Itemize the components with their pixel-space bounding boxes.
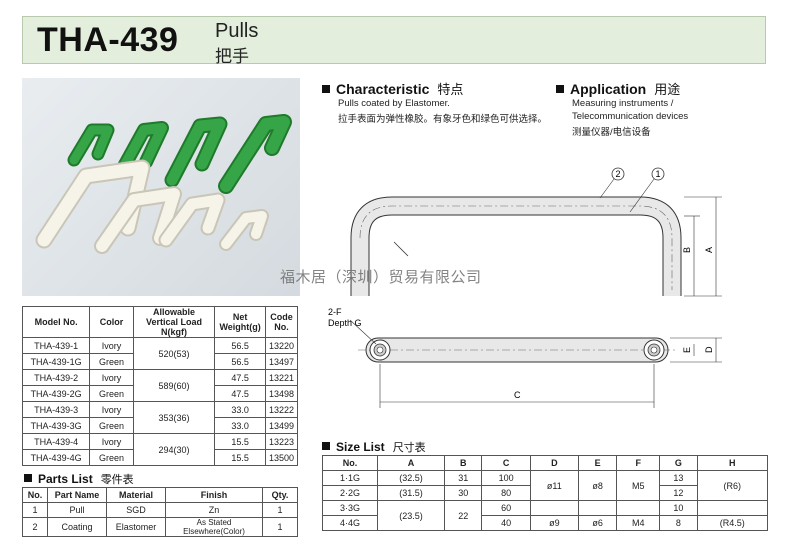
callout-2: 2 [599, 167, 625, 199]
green-pull-xlarge [218, 114, 292, 194]
svg-text:2: 2 [615, 169, 620, 179]
ivory-pull-medium [94, 186, 182, 254]
dimension-d-label: D [704, 346, 714, 353]
col-weight: Net Weight(g) [214, 306, 266, 338]
green-pull-small [67, 123, 115, 167]
thread-note: 2-F [328, 307, 342, 317]
product-title-en: Pulls [215, 20, 259, 42]
dimension-c-label: C [514, 390, 521, 400]
bullet-square-icon [322, 85, 330, 93]
dimension-a-label: A [704, 247, 714, 253]
bottom-view [358, 337, 678, 363]
model-table: Model No. Color Allowable Vertical Load … [21, 306, 299, 466]
product-title-cn: 把手 [215, 47, 249, 66]
characteristic-text: Pulls coated by Elastomer. 拉手表面为弹性橡胶。有象牙… [338, 98, 548, 125]
product-header: THA-439 Pulls 把手 [22, 16, 766, 66]
green-pull-large [164, 116, 228, 188]
ivory-pull-small [158, 192, 226, 248]
col-load: Allowable Vertical Load N(kgf) [132, 306, 216, 338]
bullet-square-icon [322, 442, 330, 450]
col-color: Color [89, 306, 134, 338]
application-text: Measuring instruments / Telecommunicatio… [572, 98, 689, 138]
svg-text:1: 1 [655, 169, 660, 179]
ivory-pull-xsmall [219, 209, 269, 251]
col-model: Model No. [21, 306, 91, 338]
dimension-b-label: B [682, 247, 692, 253]
bullet-square-icon [556, 85, 564, 93]
technical-drawing: 1 2 B A 2-F Depth G C D E [328, 167, 722, 408]
watermark-text: 福木居（深圳）贸易有限公司 [280, 269, 482, 286]
callout-1: 1 [629, 167, 665, 213]
green-pull-medium [115, 121, 169, 177]
front-view [350, 196, 682, 296]
bullet-square-icon [24, 474, 32, 482]
depth-note: Depth G [328, 318, 362, 328]
col-code: Code No. [264, 306, 299, 338]
product-photo [22, 78, 300, 296]
model-title: THA-439 [37, 21, 179, 59]
dimension-e-label: E [682, 347, 692, 353]
